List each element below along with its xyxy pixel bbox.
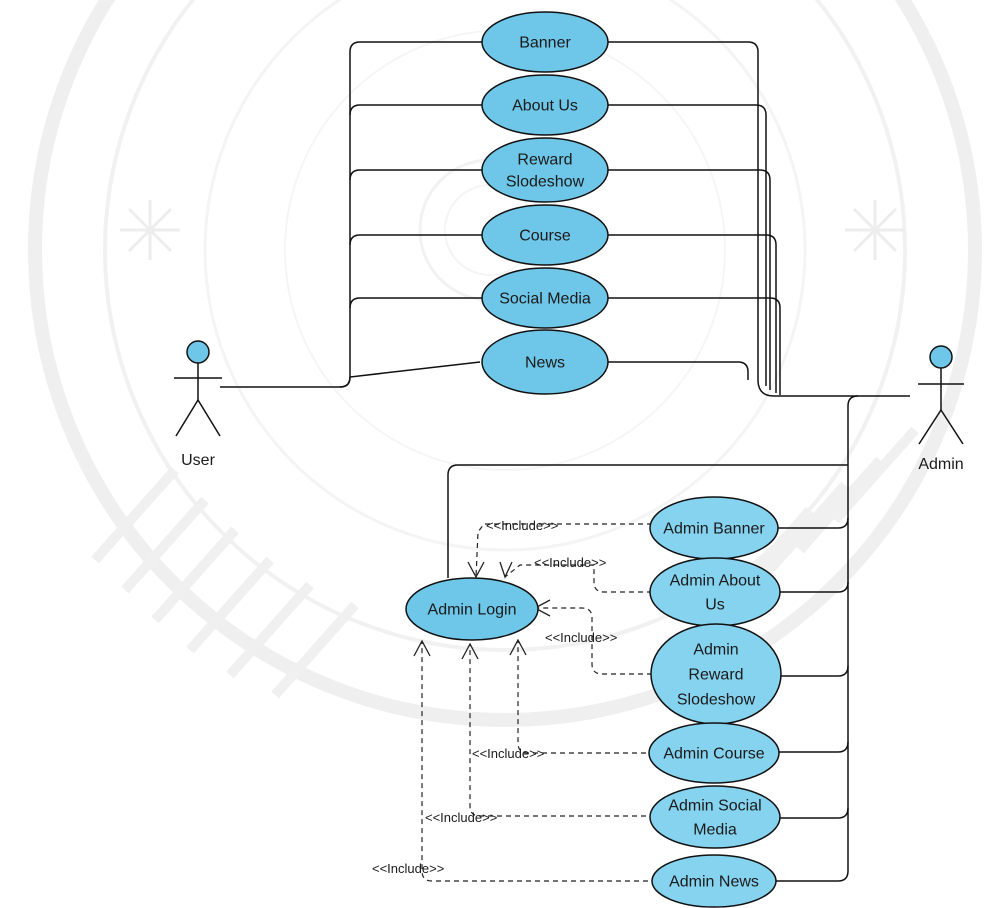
- use-case-ellipse: [651, 854, 777, 908]
- use-case-label: Us: [705, 597, 725, 614]
- use-case-admin-login[interactable]: Admin Login: [405, 577, 539, 641]
- use-case-label: Reward: [517, 152, 572, 169]
- include-label: <<Include>>: [372, 861, 444, 876]
- use-case-label: Slodeshow: [506, 174, 585, 191]
- use-case-label: Course: [519, 228, 571, 245]
- use-case-ellipse: [649, 557, 781, 627]
- use-case-ellipse: [481, 329, 609, 395]
- admin-actor-label: Admin: [918, 456, 963, 473]
- use-case-label: Admin Social: [668, 798, 761, 815]
- use-case-ellipse: [648, 722, 780, 784]
- include-label: <<Include>>: [534, 555, 606, 570]
- use-case-ellipse: [481, 74, 609, 136]
- include-label: <<Include>>: [472, 746, 544, 761]
- use-case-label: Admin Course: [663, 746, 764, 763]
- use-case-label: Admin Banner: [663, 521, 765, 538]
- use-case-ellipse: [481, 204, 609, 266]
- include-dependencies: <<Include>> <<Include>> <<Include>> <<In…: [372, 518, 652, 882]
- include-label: <<Include>>: [486, 518, 558, 533]
- admin-association-lines-top: [600, 41, 910, 397]
- admin-actor-head: [929, 345, 953, 369]
- use-case-news[interactable]: News: [481, 329, 609, 395]
- user-actor-label: User: [181, 452, 215, 469]
- use-case-label: Admin Login: [428, 602, 517, 619]
- use-case-ellipse: [649, 785, 781, 849]
- use-case-label: Admin About: [670, 573, 761, 590]
- admin-association-lines-bottom: [447, 395, 859, 882]
- use-case-label: Slodeshow: [677, 692, 756, 709]
- use-case-label: News: [525, 355, 565, 372]
- use-case-ellipse: [481, 11, 609, 73]
- use-case-admin-news[interactable]: Admin News: [651, 854, 777, 908]
- use-case-label: Reward: [688, 667, 743, 684]
- user-association-lines: [220, 41, 482, 388]
- use-case-admin-banner[interactable]: Admin Banner: [649, 496, 779, 560]
- include-label: <<Include>>: [425, 810, 497, 825]
- use-case-banner[interactable]: Banner: [481, 11, 609, 73]
- use-case-label: Social Media: [499, 291, 591, 308]
- use-case-ellipse: [405, 577, 539, 641]
- use-case-label: About Us: [512, 98, 578, 115]
- use-case-ellipse: [481, 137, 609, 203]
- use-case-about-us[interactable]: About Us: [481, 74, 609, 136]
- use-case-label: Banner: [519, 35, 571, 52]
- use-case-label: Admin: [693, 642, 738, 659]
- use-case-label: Media: [693, 822, 737, 839]
- include-label: <<Include>>: [545, 630, 617, 645]
- user-actor-head: [186, 340, 210, 364]
- admin-actor[interactable]: Admin: [918, 345, 964, 473]
- use-case-course[interactable]: Course: [481, 204, 609, 266]
- use-case-social-media[interactable]: Social Media: [481, 267, 609, 329]
- use-case-label: Admin News: [669, 874, 759, 891]
- use-case-admin-course[interactable]: Admin Course: [648, 722, 780, 784]
- user-actor[interactable]: User: [174, 340, 222, 469]
- use-case-ellipse: [481, 267, 609, 329]
